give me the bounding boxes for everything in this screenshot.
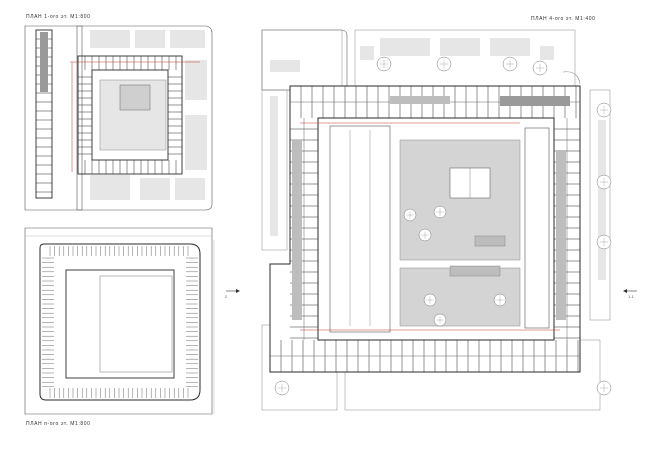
p3-paving [490, 38, 530, 56]
p3-rooms [270, 86, 580, 372]
p3-court-tree [423, 293, 437, 307]
p3-grey-band-north [390, 96, 450, 104]
p3-tree [596, 174, 612, 190]
p3-pavilion [474, 235, 506, 247]
p2-core [99, 275, 173, 373]
p1-west-rooms-inner [78, 76, 92, 155]
section-marker-right [623, 289, 637, 293]
plan-typical-floor [261, 29, 612, 411]
p2-inner [65, 269, 175, 379]
p3-tree [596, 380, 612, 396]
p1-court [99, 79, 167, 151]
p1-block [90, 175, 130, 200]
plan-underground-parking [25, 235, 215, 414]
p2-outer [39, 243, 201, 401]
p3-corner-curve [562, 71, 581, 85]
p1-ring [77, 55, 183, 175]
p3-paving [270, 96, 278, 236]
p1-court-pavilion [119, 84, 151, 111]
plan-typical-title: ПЛАН 4-ого эт. М1:400 [531, 16, 596, 22]
plan-typical-site [261, 29, 612, 411]
plan-first-floor [24, 25, 213, 211]
p2-stalls [42, 246, 198, 398]
plan-underground-boundary [24, 227, 213, 415]
p2-site-lines [25, 235, 215, 414]
p3-paving [540, 46, 554, 60]
p3-paving [598, 120, 606, 280]
plan-first-boundary [24, 25, 83, 211]
plan-first-building [35, 29, 200, 199]
p3-tree [596, 102, 612, 118]
p3-tree [274, 380, 290, 396]
p3-site-block [261, 89, 288, 251]
section-marker-left [226, 289, 240, 293]
p3-bench [449, 265, 501, 277]
p3-dark-band-north [500, 96, 570, 106]
p3-paving [440, 38, 480, 56]
plan-first-landscape-blocks [90, 30, 207, 200]
p3-tree [436, 56, 452, 72]
p3-paving [380, 38, 430, 56]
p3-court-tree [418, 228, 432, 242]
p3-grey-band-east [556, 150, 566, 320]
p3-grey-band-west [292, 140, 302, 320]
p1-block [140, 178, 170, 200]
plan-first-boundary-right [76, 25, 213, 211]
p3-west-gallery [329, 125, 391, 333]
p1-block [135, 30, 165, 48]
p3-east-gallery [524, 127, 550, 329]
plan-underground [24, 227, 215, 415]
p3-court-tree [403, 208, 417, 222]
p1-block [90, 30, 130, 48]
p3-tree [596, 234, 612, 250]
p3-court-tree [493, 293, 507, 307]
p3-court-tree [433, 205, 447, 219]
plan-underground-title: ПЛАН п-ого эт. М1:800 [26, 421, 91, 427]
p3-paving [360, 46, 374, 60]
p3-tree [502, 56, 518, 72]
p3-tree [532, 60, 548, 76]
section-label-left: 2 [225, 294, 228, 299]
plan-first-title: ПЛАН 1-ого эт. М1:800 [26, 14, 91, 20]
plan-typical-courtyard [329, 125, 550, 333]
p3-tree [376, 56, 392, 72]
p3-site-block [589, 89, 611, 321]
p1-north-rooms [84, 56, 177, 70]
p1-west-core [40, 32, 48, 92]
p3-court-tree [433, 313, 447, 327]
p1-block [185, 60, 207, 100]
p1-south-rooms [84, 160, 177, 174]
p1-block [170, 30, 205, 48]
p1-block [175, 178, 205, 200]
section-label-right: 1-1 [628, 294, 634, 299]
p3-paving [270, 60, 300, 72]
p1-block [185, 115, 207, 170]
p1-east-rooms [168, 76, 182, 155]
